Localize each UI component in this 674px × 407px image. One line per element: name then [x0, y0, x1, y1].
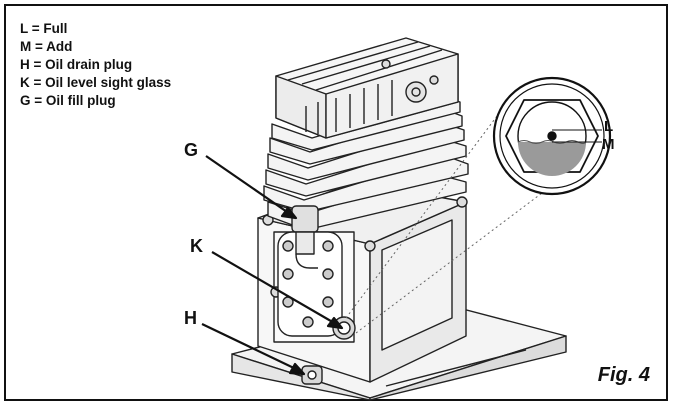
legend-item-add: M = Add: [20, 39, 73, 54]
compressor-pump-illustration: [201, 37, 612, 401]
legend-item-fill-plug: G = Oil fill plug: [20, 93, 116, 108]
sight-glass-label-full: L: [604, 118, 614, 135]
callout-h: H: [184, 308, 197, 328]
cover-plate: [277, 231, 343, 337]
cylinder-head: [275, 37, 459, 139]
callout-g: G: [184, 140, 199, 160]
legend-item-sight-glass: K = Oil level sight glass: [20, 75, 172, 90]
magnifier-projection-lines: [345, 103, 555, 337]
sight-glass-magnifier: [492, 76, 612, 196]
oil-drain-plug: [301, 365, 323, 385]
callout-k: K: [190, 236, 203, 256]
figure-caption: Fig. 4: [597, 364, 650, 386]
oil-fill-plug: [291, 205, 319, 269]
figure-frame: L = Full M = Add H = Oil drain plug K = …: [4, 4, 668, 401]
legend-item-drain-plug: H = Oil drain plug: [20, 57, 133, 72]
sight-glass-label-add: M: [602, 136, 615, 153]
legend-item-full: L = Full: [20, 21, 68, 36]
leader-arrows: [201, 155, 344, 376]
legend: L = Full M = Add H = Oil drain plug K = …: [20, 20, 171, 110]
